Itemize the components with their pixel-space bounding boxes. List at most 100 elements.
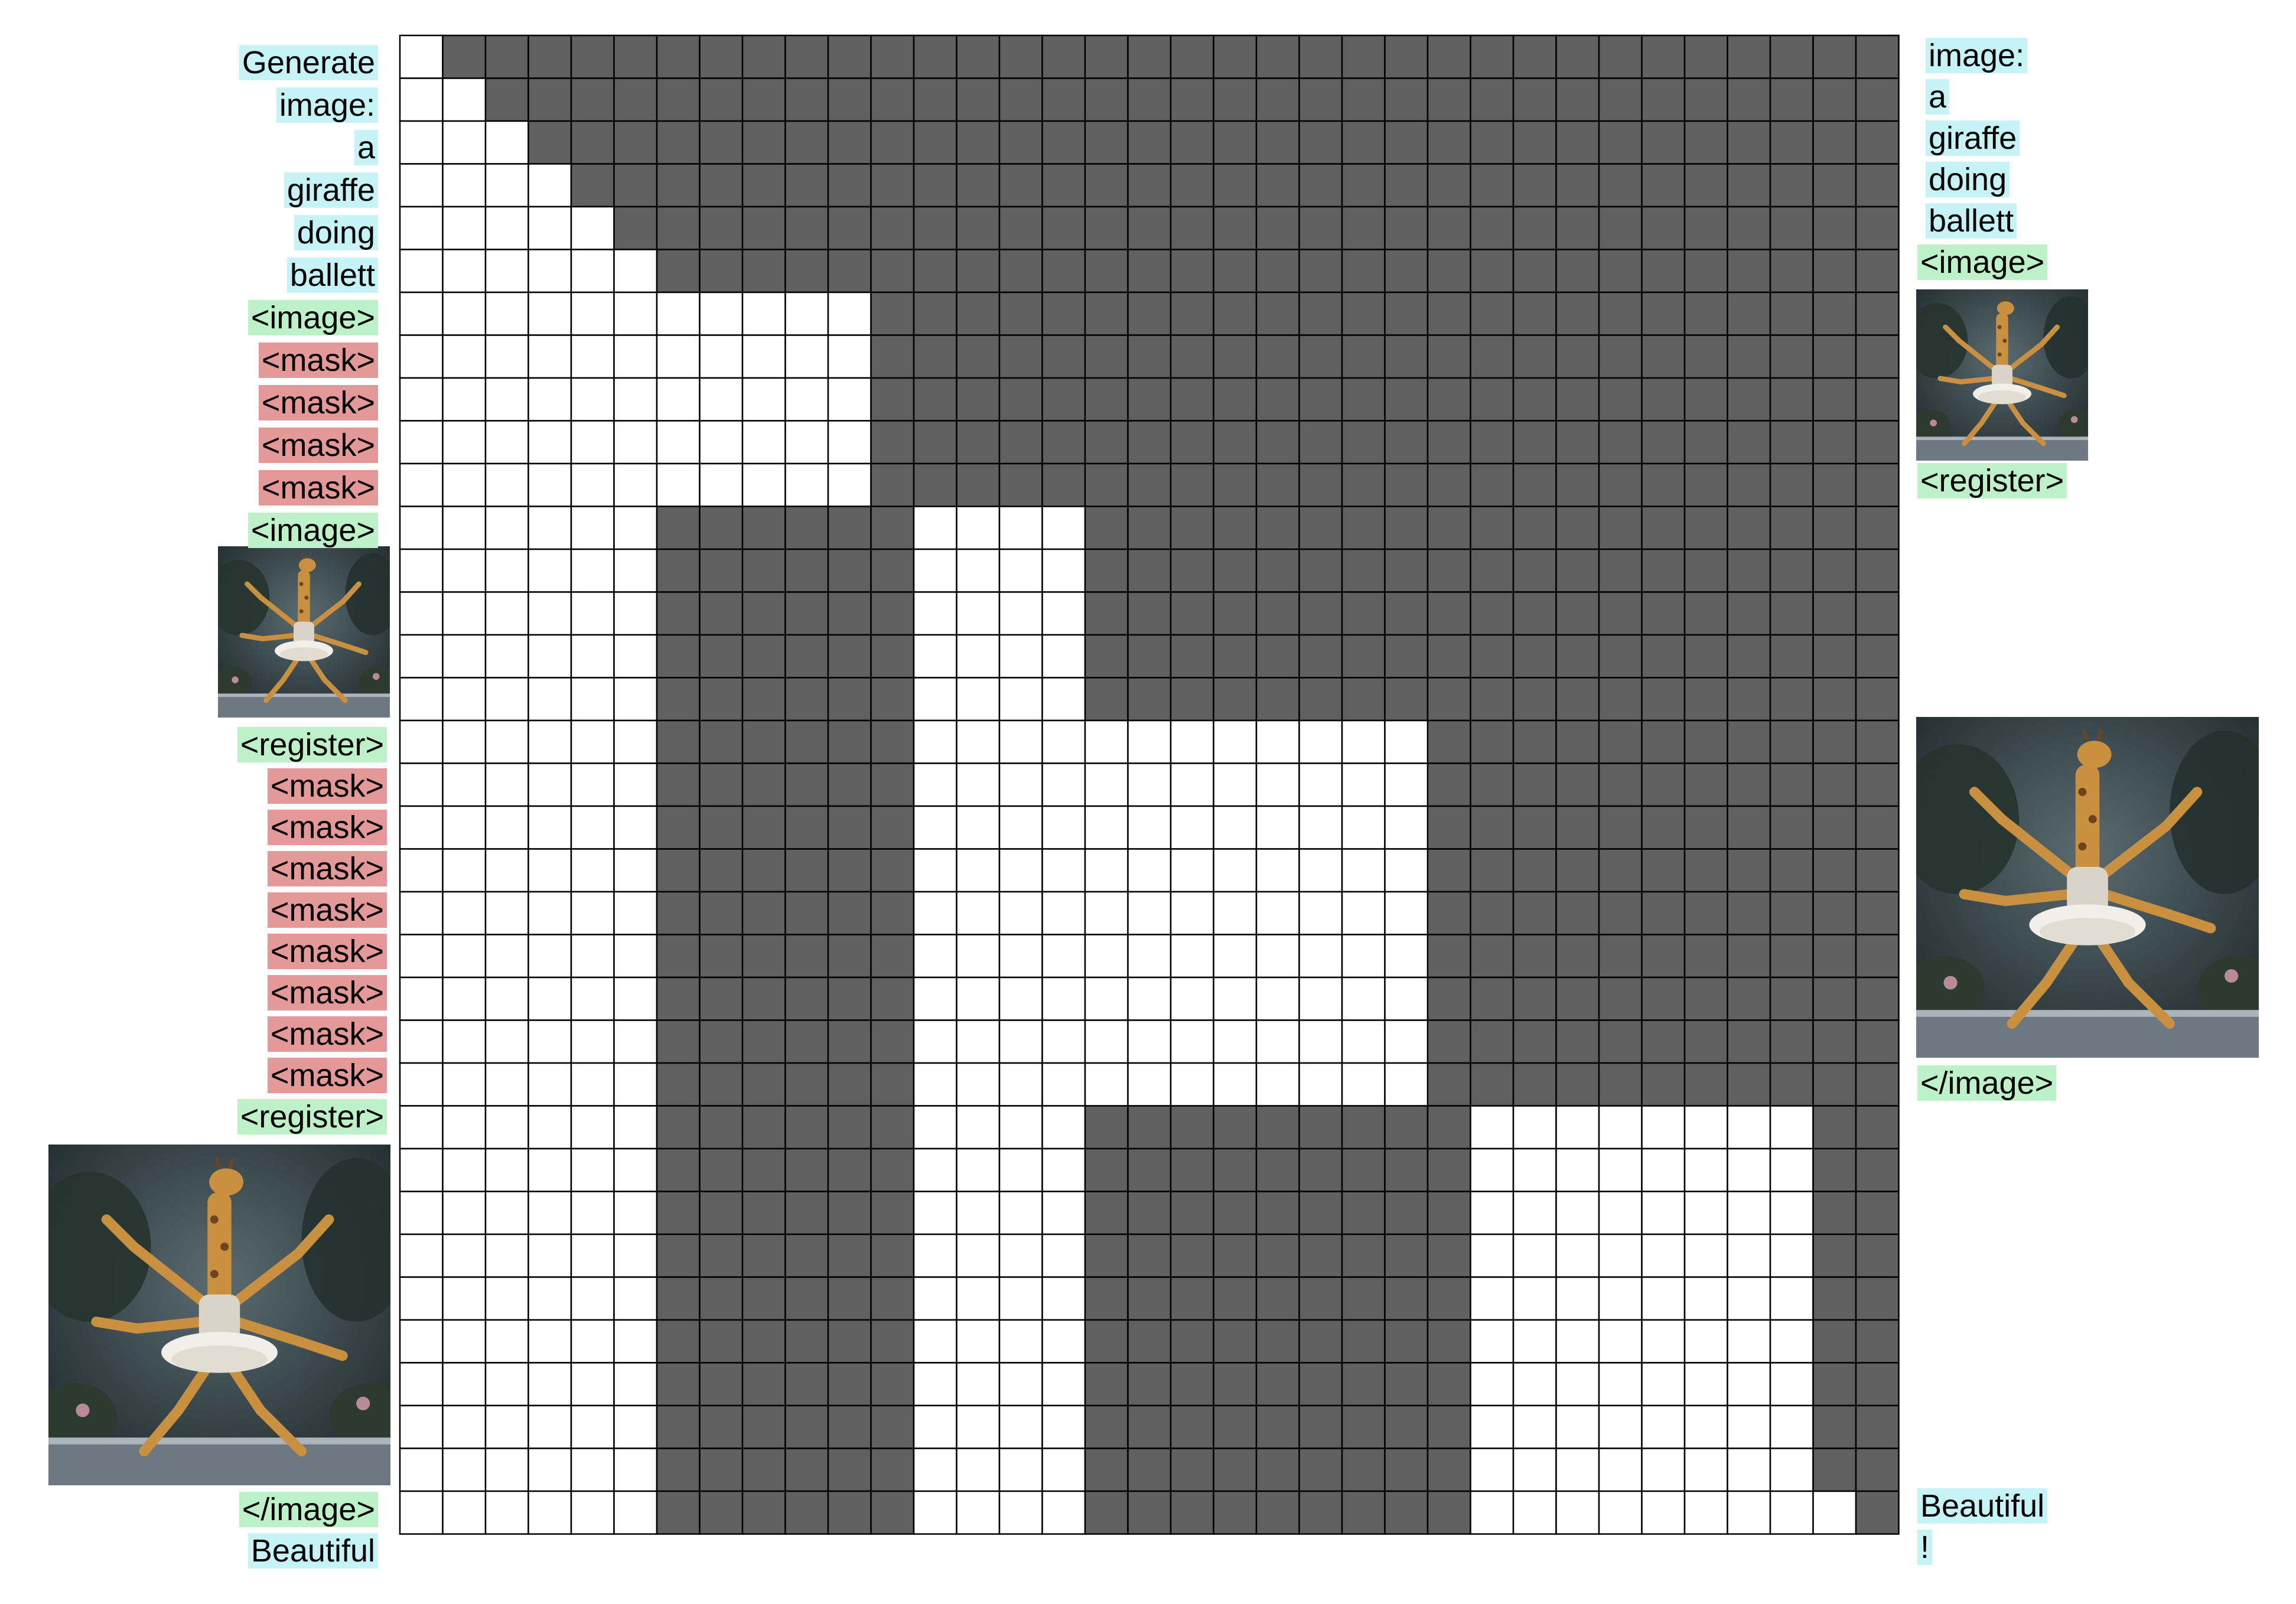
mask-cell-blocked [1084, 34, 1129, 79]
mask-cell-allowed [1041, 677, 1086, 722]
mask-cell-blocked [1555, 934, 1600, 979]
mask-cell-allowed [527, 719, 572, 764]
mask-cell-allowed [399, 506, 444, 550]
mask-cell-blocked [1255, 163, 1300, 208]
mask-cell-allowed [527, 1362, 572, 1407]
mask-cell-blocked [1255, 591, 1300, 636]
mask-cell-blocked [699, 249, 744, 294]
mask-cell-blocked [699, 1147, 744, 1192]
mask-cell-blocked [1598, 719, 1643, 764]
mask-cell-blocked [741, 1447, 786, 1492]
mask-cell-blocked [1170, 1233, 1214, 1278]
mask-cell-allowed [570, 591, 615, 636]
mask-cell-allowed [1470, 1233, 1515, 1278]
mask-cell-blocked [1812, 1019, 1857, 1064]
mask-cell-blocked [1683, 77, 1728, 122]
mask-cell-allowed [484, 462, 529, 507]
mask-cell-allowed [1084, 848, 1129, 893]
mask-cell-allowed [998, 1233, 1043, 1278]
mask-cell-allowed [784, 291, 829, 336]
mask-cell-blocked [741, 1319, 786, 1364]
mask-cell-blocked [699, 1019, 744, 1064]
mask-cell-blocked [870, 1147, 915, 1192]
mask-cell-allowed [442, 548, 487, 593]
mask-cell-allowed [1170, 719, 1214, 764]
mask-cell-allowed [1341, 848, 1386, 893]
mask-cell-blocked [1641, 719, 1686, 764]
mask-cell-allowed [1170, 848, 1214, 893]
mask-cell-blocked [656, 1276, 701, 1321]
mask-cell-blocked [1041, 334, 1086, 379]
mask-cell-allowed [913, 1362, 958, 1407]
mask-cell-allowed [442, 462, 487, 507]
mask-cell-blocked [1298, 291, 1343, 336]
mask-cell-blocked [827, 976, 872, 1021]
mask-cell-blocked [1341, 34, 1386, 79]
mask-cell-blocked [1683, 506, 1728, 550]
mask-cell-allowed [998, 506, 1043, 550]
mask-cell-blocked [1812, 420, 1857, 465]
mask-cell-blocked [1213, 462, 1258, 507]
left-token-8: <mask> [258, 385, 378, 420]
mask-cell-allowed [1384, 1062, 1429, 1107]
mask-cell-allowed [570, 719, 615, 764]
mask-cell-allowed [1084, 934, 1129, 979]
mask-cell-blocked [1427, 462, 1471, 507]
mask-cell-blocked [1041, 462, 1086, 507]
mask-cell-blocked [656, 1319, 701, 1364]
mask-cell-allowed [1084, 891, 1129, 935]
mask-cell-allowed [956, 719, 1001, 764]
mask-cell-blocked [1255, 420, 1300, 465]
mask-cell-allowed [1727, 1362, 1771, 1407]
mask-cell-blocked [956, 462, 1001, 507]
mask-cell-allowed [1255, 934, 1300, 979]
mask-cell-blocked [1084, 1319, 1129, 1364]
mask-cell-allowed [1041, 891, 1086, 935]
mask-cell-blocked [1170, 634, 1214, 679]
mask-cell-allowed [1041, 1233, 1086, 1278]
mask-cell-blocked [1127, 548, 1172, 593]
left-token-17: <mask> [267, 934, 387, 969]
mask-cell-allowed [527, 591, 572, 636]
mask-cell-allowed [527, 1447, 572, 1492]
mask-cell-blocked [1512, 848, 1557, 893]
mask-cell-blocked [1555, 805, 1600, 850]
mask-cell-allowed [442, 420, 487, 465]
mask-cell-allowed [656, 462, 701, 507]
mask-cell-blocked [699, 976, 744, 1021]
mask-cell-blocked [656, 1105, 701, 1150]
mask-cell-blocked [1084, 677, 1129, 722]
mask-cell-allowed [613, 1447, 658, 1492]
mask-cell-blocked [1683, 377, 1728, 422]
mask-cell-blocked [784, 1019, 829, 1064]
mask-cell-blocked [1127, 1490, 1172, 1535]
mask-cell-blocked [1427, 1490, 1471, 1535]
mask-cell-allowed [570, 506, 615, 550]
mask-cell-blocked [1170, 1276, 1214, 1321]
mask-cell-blocked [870, 249, 915, 294]
mask-cell-allowed [442, 934, 487, 979]
mask-cell-blocked [656, 1147, 701, 1192]
mask-cell-blocked [1470, 334, 1515, 379]
mask-cell-blocked [1170, 1404, 1214, 1449]
mask-cell-allowed [1127, 805, 1172, 850]
mask-cell-blocked [1727, 377, 1771, 422]
mask-cell-blocked [1341, 634, 1386, 679]
mask-cell-blocked [1298, 163, 1343, 208]
mask-cell-blocked [1084, 163, 1129, 208]
mask-cell-blocked [1427, 548, 1471, 593]
mask-cell-blocked [1384, 1276, 1429, 1321]
mask-cell-blocked [1727, 805, 1771, 850]
mask-cell-blocked [1512, 506, 1557, 550]
mask-cell-allowed [570, 249, 615, 294]
mask-cell-allowed [399, 163, 444, 208]
mask-cell-allowed [913, 677, 958, 722]
mask-cell-blocked [784, 848, 829, 893]
mask-cell-allowed [570, 462, 615, 507]
mask-cell-blocked [1127, 1362, 1172, 1407]
mask-cell-blocked [1769, 805, 1814, 850]
mask-cell-blocked [998, 291, 1043, 336]
mask-cell-blocked [827, 677, 872, 722]
mask-cell-allowed [1127, 1062, 1172, 1107]
mask-cell-allowed [1555, 1105, 1600, 1150]
